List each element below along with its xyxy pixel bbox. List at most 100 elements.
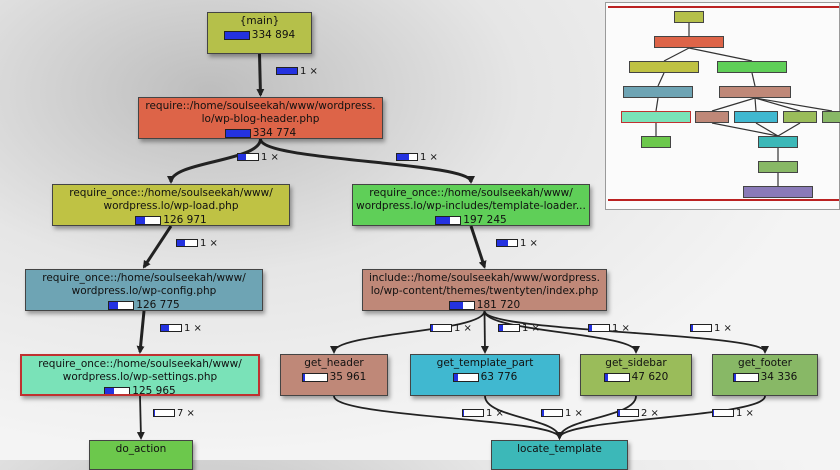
edge-label-main-to-blog_header[interactable]: 1 × bbox=[276, 66, 318, 77]
node-index-php[interactable]: include::/home/soulseekah/www/wordpress.… bbox=[362, 269, 607, 311]
node-cost: 334 774 bbox=[139, 127, 382, 138]
call-count-label: 1 × bbox=[486, 408, 504, 419]
cost-bar bbox=[452, 372, 479, 382]
minimap-node bbox=[629, 61, 699, 73]
viewport-frame-top bbox=[608, 6, 839, 8]
minimap-edge bbox=[754, 97, 833, 112]
node-title: require_once::/home/soulseekah/www/ word… bbox=[42, 272, 246, 297]
viewport-frame-bottom bbox=[608, 199, 839, 201]
minimap-node bbox=[783, 111, 817, 123]
edges-layer bbox=[136, 53, 769, 440]
edge-label-index_php-to-get_sidebar[interactable]: 1 × bbox=[588, 323, 630, 334]
node-title: get_sidebar bbox=[605, 357, 667, 369]
edge-label-blog_header-to-template_loader[interactable]: 1 × bbox=[396, 152, 438, 163]
call-count-bar bbox=[617, 409, 639, 417]
edge-label-blog_header-to-wp_load[interactable]: 1 × bbox=[237, 152, 279, 163]
call-count-label: 2 × bbox=[641, 408, 659, 419]
edge-label-index_php-to-get_footer[interactable]: 1 × bbox=[690, 323, 732, 334]
node-title: require_once::/home/soulseekah/www/ word… bbox=[38, 358, 242, 383]
edge-wp_settings-to-do_action[interactable] bbox=[136, 395, 145, 440]
edge-wp_load-to-wp_config[interactable] bbox=[142, 225, 173, 269]
minimap-edge bbox=[751, 72, 756, 87]
edge-label-get_sidebar-to-locate_template[interactable]: 2 × bbox=[617, 408, 659, 419]
edge-blog_header-to-template_loader[interactable] bbox=[259, 138, 475, 184]
node-cost: 126 971 bbox=[53, 214, 289, 226]
cost-bar bbox=[435, 215, 462, 225]
edge-label-template_loader-to-index_php[interactable]: 1 × bbox=[496, 238, 538, 249]
edge-label-get_template_part-to-locate_template[interactable]: 1 × bbox=[541, 408, 583, 419]
cost-bar bbox=[301, 372, 328, 382]
node-do-action[interactable]: do_action bbox=[89, 440, 193, 470]
cost-bar bbox=[104, 386, 131, 394]
edge-get_footer-to-locate_template[interactable] bbox=[555, 395, 766, 440]
edge-index_php-to-get_footer[interactable] bbox=[483, 310, 769, 354]
edge-main-to-blog_header[interactable] bbox=[256, 53, 265, 97]
minimap-node bbox=[734, 111, 778, 123]
call-count-bar bbox=[690, 324, 712, 332]
edge-index_php-to-get_template_part[interactable] bbox=[480, 310, 489, 354]
call-count-label: 1 × bbox=[454, 323, 472, 334]
node-cost: 126 775 bbox=[26, 299, 262, 311]
cost-bar bbox=[603, 372, 630, 382]
edge-blog_header-to-wp_load[interactable] bbox=[167, 138, 262, 184]
edge-wp_config-to-wp_settings[interactable] bbox=[136, 310, 146, 354]
node-main[interactable]: {main}334 894 bbox=[207, 12, 312, 54]
call-count-label: 1 × bbox=[565, 408, 583, 419]
call-count-bar bbox=[462, 409, 484, 417]
call-count-bar bbox=[430, 324, 452, 332]
minimap-edge bbox=[688, 47, 753, 62]
call-count-label: 1 × bbox=[200, 238, 218, 249]
minimap-node bbox=[758, 136, 798, 148]
node-cost: 197 245 bbox=[353, 214, 589, 226]
node-blog-header[interactable]: require::/home/soulseekah/www/wordpress.… bbox=[138, 97, 383, 139]
call-count-bar bbox=[498, 324, 520, 332]
edge-label-index_php-to-get_header[interactable]: 1 × bbox=[430, 323, 472, 334]
node-wp-load[interactable]: require_once::/home/soulseekah/www/ word… bbox=[52, 184, 290, 226]
node-title: do_action bbox=[115, 443, 167, 455]
call-count-label: 1 × bbox=[520, 238, 538, 249]
node-locate-template[interactable]: locate_template bbox=[491, 440, 628, 470]
overview-minimap[interactable] bbox=[605, 2, 840, 210]
call-count-label: 1 × bbox=[420, 152, 438, 163]
cost-value: 126 775 bbox=[136, 299, 180, 311]
call-count-bar bbox=[176, 239, 198, 247]
cost-bar bbox=[732, 372, 759, 382]
edge-label-wp_config-to-wp_settings[interactable]: 1 × bbox=[160, 323, 202, 334]
edge-label-get_header-to-locate_template[interactable]: 1 × bbox=[462, 408, 504, 419]
edge-label-wp_settings-to-do_action[interactable]: 7 × bbox=[153, 408, 195, 419]
edge-index_php-to-get_sidebar[interactable] bbox=[483, 310, 640, 354]
minimap-edge bbox=[663, 47, 690, 62]
call-count-label: 1 × bbox=[261, 152, 279, 163]
call-count-bar bbox=[160, 324, 182, 332]
edge-index_php-to-get_header[interactable] bbox=[330, 310, 486, 354]
cost-value: 334 894 bbox=[251, 29, 296, 41]
minimap-node bbox=[822, 111, 840, 123]
node-wp-config[interactable]: require_once::/home/soulseekah/www/ word… bbox=[25, 269, 263, 311]
node-cost: 63 776 bbox=[411, 371, 559, 384]
call-count-label: 1 × bbox=[522, 323, 540, 334]
minimap-node bbox=[743, 186, 813, 198]
node-title: get_header bbox=[304, 357, 364, 369]
minimap-edge bbox=[754, 97, 757, 112]
edge-label-wp_load-to-wp_config[interactable]: 1 × bbox=[176, 238, 218, 249]
call-count-bar bbox=[276, 67, 298, 75]
minimap-edges bbox=[655, 23, 833, 186]
edge-label-index_php-to-get_template_part[interactable]: 1 × bbox=[498, 323, 540, 334]
call-count-label: 1 × bbox=[714, 323, 732, 334]
edge-get_header-to-locate_template[interactable] bbox=[333, 395, 564, 440]
node-template-loader[interactable]: require_once::/home/soulseekah/www/ word… bbox=[352, 184, 590, 226]
call-count-label: 1 × bbox=[184, 323, 202, 334]
cost-value: 181 720 bbox=[476, 299, 521, 311]
cost-value: 197 245 bbox=[463, 214, 507, 226]
cost-value: 126 971 bbox=[163, 214, 207, 226]
minimap-node bbox=[695, 111, 729, 123]
cost-bar bbox=[135, 215, 162, 225]
edge-label-get_footer-to-locate_template[interactable]: 1 × bbox=[712, 408, 754, 419]
node-wp-settings[interactable]: require_once::/home/soulseekah/www/ word… bbox=[20, 354, 260, 396]
node-cost: 125 965 bbox=[22, 385, 258, 394]
edge-template_loader-to-index_php[interactable] bbox=[469, 225, 487, 269]
